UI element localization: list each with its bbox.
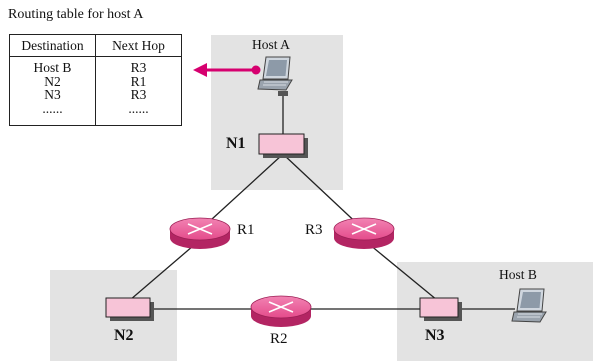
table-cell-next-hop: ...... [95,101,182,126]
switch-n1 [258,133,308,158]
table-row: N2 R1 [9,74,182,88]
host-b-label: Host B [499,267,537,282]
table-cell-destination: ...... [9,101,96,126]
routing-table-title: Routing table for host A [8,7,144,22]
link-r1-n2 [129,239,201,301]
network-n1-label: N1 [226,135,246,152]
network-n3-label: N3 [425,327,445,344]
router-r2-label: R2 [270,331,288,347]
router-r1 [169,217,231,249]
switch-n3 [419,297,462,321]
host-a-label: Host A [252,37,290,52]
router-r3 [333,217,395,249]
table-header-next-hop: Next Hop [95,34,182,57]
switch-n2 [105,297,154,321]
laptop-icon-host-b [511,288,547,323]
table-cell-destination: N2 [9,74,96,88]
table-cell-destination: N3 [9,88,96,102]
link-r3-n3 [363,239,438,301]
link-n1-r1 [199,154,283,231]
table-row: N3 R3 [9,88,182,102]
table-cell-next-hop: R1 [95,74,182,88]
table-header-destination: Destination [9,34,96,57]
table-row: ...... ...... [9,101,182,126]
table-cell-destination: Host B [9,56,96,75]
routing-table: Destination Next Hop Host B R3 N2 R1 N3 … [9,34,182,126]
link-n1-r3 [283,154,365,231]
laptop-icon-host-a [257,56,293,96]
router-r3-label: R3 [305,222,323,238]
table-cell-next-hop: R3 [95,56,182,75]
network-n2-label: N2 [114,327,134,344]
router-r2 [250,295,312,327]
table-cell-next-hop: R3 [95,88,182,102]
links [129,96,515,310]
arrow-to-table [193,63,261,77]
table-row: Host B R3 [9,56,182,75]
router-r1-label: R1 [237,222,255,238]
